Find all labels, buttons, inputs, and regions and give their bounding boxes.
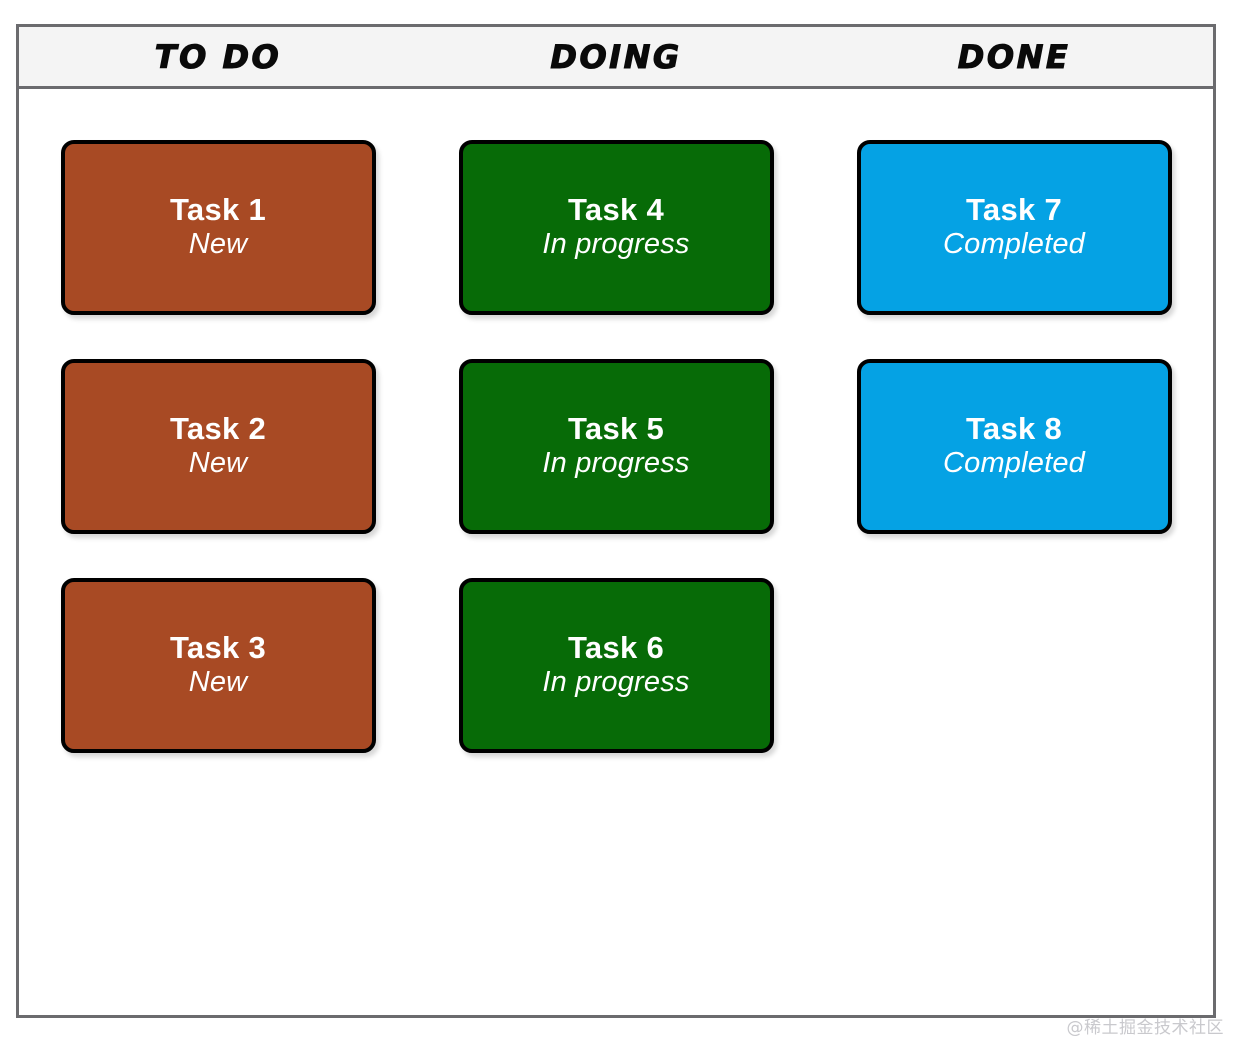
task-card-status: Completed: [942, 228, 1086, 261]
task-card-title: Task 6: [567, 630, 664, 666]
column-header-todo-label: TO DO: [154, 37, 282, 76]
lane-doing[interactable]: Task 4 In progress Task 5 In progress Ta…: [417, 140, 815, 1015]
lane-todo[interactable]: Task 1 New Task 2 New Task 3 New: [19, 140, 417, 1015]
kanban-lanes: Task 1 New Task 2 New Task 3 New Task 4 …: [19, 89, 1213, 1015]
column-header-row: TO DO DOING DONE: [19, 27, 1213, 89]
task-card-status: New: [188, 666, 248, 699]
task-card[interactable]: Task 7 Completed: [856, 140, 1172, 315]
column-header-doing[interactable]: DOING: [417, 27, 815, 86]
task-card-title: Task 7: [965, 192, 1062, 228]
task-card[interactable]: Task 3 New: [60, 578, 376, 753]
task-card[interactable]: Task 8 Completed: [856, 359, 1172, 534]
task-card[interactable]: Task 5 In progress: [458, 359, 774, 534]
column-header-doing-label: DOING: [550, 37, 682, 76]
column-header-todo[interactable]: TO DO: [19, 27, 417, 86]
task-card[interactable]: Task 6 In progress: [458, 578, 774, 753]
task-card[interactable]: Task 2 New: [60, 359, 376, 534]
task-card-status: New: [188, 447, 248, 480]
task-card-title: Task 4: [567, 192, 664, 228]
task-card[interactable]: Task 4 In progress: [458, 140, 774, 315]
task-card-status: In progress: [542, 228, 690, 261]
task-card-status: Completed: [942, 447, 1086, 480]
task-card-status: New: [188, 228, 248, 261]
task-card-title: Task 2: [169, 411, 266, 447]
lane-done[interactable]: Task 7 Completed Task 8 Completed: [815, 140, 1213, 1015]
kanban-board: TO DO DOING DONE Task 1 New Task 2 New T…: [16, 24, 1216, 1018]
task-card-title: Task 1: [169, 192, 266, 228]
task-card-title: Task 5: [567, 411, 664, 447]
column-header-done[interactable]: DONE: [815, 27, 1213, 86]
column-header-done-label: DONE: [957, 37, 1071, 76]
task-card-title: Task 3: [169, 630, 266, 666]
task-card-status: In progress: [542, 447, 690, 480]
watermark: @稀土掘金技术社区: [1066, 1018, 1224, 1038]
task-card-title: Task 8: [965, 411, 1062, 447]
task-card-status: In progress: [542, 666, 690, 699]
task-card[interactable]: Task 1 New: [60, 140, 376, 315]
